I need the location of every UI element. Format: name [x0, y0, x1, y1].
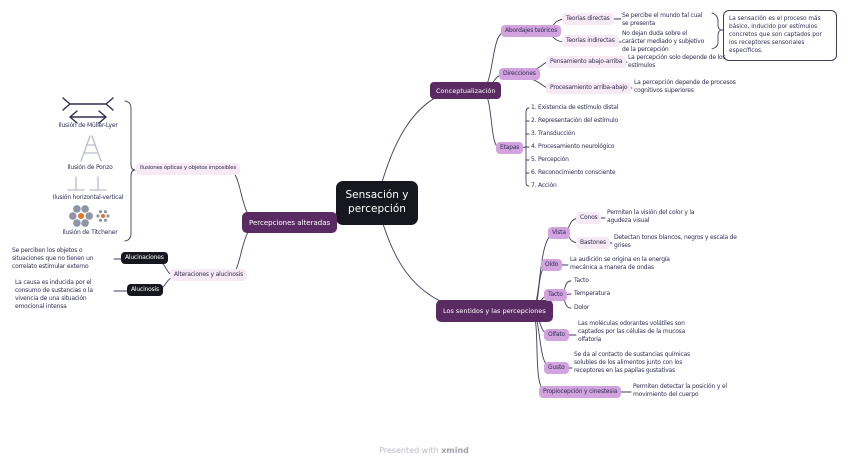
topic-alucinosis[interactable]: Alucinosis [127, 284, 163, 296]
text-teorias-directas-desc[interactable]: Se percibe el mundo tal cual se presenta [622, 12, 703, 28]
topic-gusto[interactable]: Gusto [544, 362, 569, 374]
text-tacto-item[interactable]: Tacto [574, 277, 589, 284]
topic-bastones[interactable]: Bastones [576, 237, 610, 249]
topic-procesamiento-arriba-abajo[interactable]: Procesamiento arriba-abajo [546, 82, 632, 94]
branch-conceptualizacion[interactable]: Conceptualización [430, 82, 502, 99]
text-propiocepcion-desc[interactable]: Permiten detectar la posición y el movim… [633, 383, 727, 399]
topic-direcciones[interactable]: Direcciones [499, 68, 540, 80]
topic-tacto[interactable]: Tacto [544, 289, 567, 301]
text-arriba-abajo-desc[interactable]: La percepción depende de procesos cognit… [634, 79, 736, 95]
topic-vista[interactable]: Vista [548, 227, 570, 239]
horizontal-vertical-figure[interactable] [66, 174, 108, 192]
ponzo-figure[interactable] [76, 134, 106, 162]
muller-lyer-figure[interactable] [62, 97, 114, 124]
text-etapa-3[interactable]: 3. Transducción [531, 130, 575, 137]
topic-ilusiones-opticas[interactable]: Ilusiones ópticas y objetos imposibles [136, 163, 241, 175]
caption-ponzo[interactable]: Ilusión de Ponzo [67, 164, 113, 171]
topic-oido[interactable]: Oído [541, 259, 563, 271]
caption-titchener[interactable]: Ilusión de Titchener [62, 229, 118, 236]
text-alucinosis-desc[interactable]: La causa es inducida por el consumo de s… [15, 279, 93, 311]
topic-conos[interactable]: Conos [576, 212, 602, 224]
topic-etapas[interactable]: Etapas [496, 142, 524, 154]
topic-propiocepcion[interactable]: Propiocepción y cinestesia [539, 386, 622, 398]
titchener-figure[interactable] [68, 204, 112, 228]
topic-teorias-directas[interactable]: Teorías directas [562, 13, 614, 25]
text-etapa-4[interactable]: 4. Procesamiento neurológico [531, 143, 615, 150]
note-sensacion[interactable]: La sensación es el proceso más básico, i… [723, 10, 837, 61]
branch-los-sentidos[interactable]: Los sentidos y las percepciones [436, 300, 553, 322]
text-etapa-7[interactable]: 7. Acción [531, 182, 557, 189]
central-topic[interactable]: Sensación y percepción [336, 181, 418, 225]
topic-olfato[interactable]: Olfato [544, 329, 570, 341]
text-teorias-indirectas-desc[interactable]: No dejan duda sobre el carácter mediado … [622, 30, 705, 54]
text-dolor-item[interactable]: Dolor [574, 304, 590, 311]
caption-muller-lyer[interactable]: Ilusión de Müller-Lyer [58, 122, 118, 129]
text-olfato-desc[interactable]: Las moléculas odorantes volátiles son ca… [578, 320, 686, 344]
watermark-brand: xmind [441, 446, 469, 455]
text-oido-desc[interactable]: La audición se origina en la energía mec… [570, 256, 670, 272]
topic-teorias-indirectas[interactable]: Teorías indirectas [562, 35, 619, 47]
text-etapa-5[interactable]: 5. Percepción [531, 156, 569, 163]
watermark-prefix: Presented with [379, 446, 439, 455]
text-gusto-desc[interactable]: Se da al contacto de sustancias químicas… [574, 351, 690, 375]
caption-horizontal-vertical[interactable]: Ilusión horizontal-vertical [52, 194, 124, 201]
text-temperatura-item[interactable]: Temperatura [574, 290, 610, 297]
topic-alucinaciones[interactable]: Alucinaciones [121, 252, 168, 264]
text-alucinaciones-desc[interactable]: Se perciben los objetos o situaciones qu… [12, 247, 94, 271]
text-abajo-arriba-desc[interactable]: La percepción solo depende de los estímu… [628, 54, 726, 70]
branch-percepciones-alteradas[interactable]: Percepciones alteradas [242, 212, 338, 233]
text-etapa-1[interactable]: 1. Existencia de estímulo distal [531, 104, 619, 111]
text-bastones-desc[interactable]: Detectan tonos blancos, negros y escala … [614, 234, 737, 250]
text-conos-desc[interactable]: Permiten la visión del color y la agudez… [607, 209, 695, 225]
text-etapa-6[interactable]: 6. Reconocimiento consciente [531, 169, 616, 176]
topic-pensamiento-abajo-arriba[interactable]: Pensamiento abajo-arriba [546, 56, 627, 68]
topic-abordajes-teoricos[interactable]: Abordajes teóricos [501, 25, 562, 37]
text-etapa-2[interactable]: 2. Representación del estímulo [531, 117, 618, 124]
xmind-watermark: Presented with xmind [0, 446, 848, 455]
topic-alteraciones-alucinosis[interactable]: Alteraciones y alucinosis [170, 269, 248, 281]
